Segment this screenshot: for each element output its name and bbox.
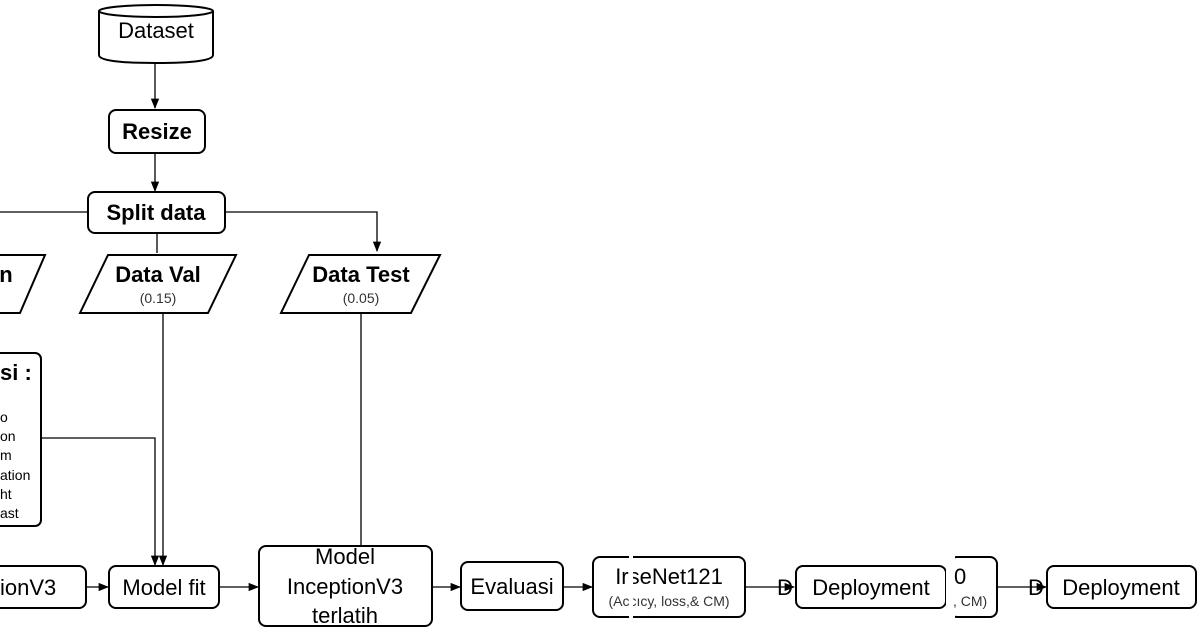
- augmentation-item: on: [0, 428, 16, 444]
- augmentation-item: m: [0, 447, 12, 463]
- trained-model-line: terlatih: [312, 603, 378, 628]
- trained-model-line: InceptionV3: [287, 574, 403, 599]
- augmentation-item: ation: [0, 467, 30, 483]
- ghost-label: D: [1028, 575, 1044, 600]
- dataset-label: Dataset: [118, 18, 194, 43]
- resize-label: Resize: [122, 119, 192, 144]
- edge-split-test: [225, 211, 382, 253]
- train-label: n: [0, 262, 13, 287]
- base-model-node: ionV3: [0, 565, 87, 609]
- deployment-node: Deployment: [1046, 565, 1197, 609]
- split-node: Split data: [87, 191, 226, 234]
- augmentation-title: si :: [0, 360, 32, 385]
- partial-eval-metrics: , CM): [953, 593, 987, 609]
- partial-eval-node: 0 , CM): [946, 555, 998, 619]
- augmentation-item: ht: [0, 486, 12, 502]
- split-label: Split data: [106, 200, 206, 225]
- edges: [0, 64, 1048, 592]
- trained-model-node: Model InceptionV3 terlatih: [258, 544, 433, 628]
- augmentation-item: o: [0, 409, 8, 425]
- evaluasi-label: Evaluasi: [470, 574, 553, 599]
- densenet-eval-node: IrseNet121 (Accıcy, loss,& CM): [592, 556, 746, 618]
- test-label: Data Test: [312, 262, 410, 287]
- overlap-strip: [629, 556, 633, 618]
- val-node: Data Val (0.15): [78, 254, 238, 314]
- base-model-label: ionV3: [0, 575, 56, 600]
- test-node: Data Test (0.05): [279, 254, 442, 314]
- augmentation-item: ast: [0, 505, 19, 521]
- val-label: Data Val: [115, 262, 201, 287]
- edge-aug-modelfit: [42, 437, 160, 567]
- resize-node: Resize: [108, 109, 206, 154]
- val-ratio: (0.15): [140, 290, 177, 306]
- deployment-node: Deployment: [795, 565, 947, 609]
- augmentation-node: si : o on m ation ht ast: [0, 352, 42, 527]
- model-fit-node: Model fit: [108, 565, 220, 609]
- model-fit-label: Model fit: [122, 575, 205, 600]
- train-node: n: [0, 254, 47, 314]
- ghost-label: D: [777, 575, 793, 600]
- trained-model-line: Model: [315, 544, 375, 569]
- deployment-label: Deployment: [812, 575, 929, 600]
- partial-eval-title: 0: [954, 564, 966, 589]
- densenet-title: IrseNet121: [615, 564, 723, 589]
- deployment-label: Deployment: [1062, 575, 1179, 600]
- dataset-node: Dataset: [98, 4, 214, 65]
- evaluasi-node: Evaluasi: [460, 561, 564, 611]
- test-ratio: (0.05): [343, 290, 380, 306]
- densenet-metrics: (Accıcy, loss,& CM): [608, 593, 729, 609]
